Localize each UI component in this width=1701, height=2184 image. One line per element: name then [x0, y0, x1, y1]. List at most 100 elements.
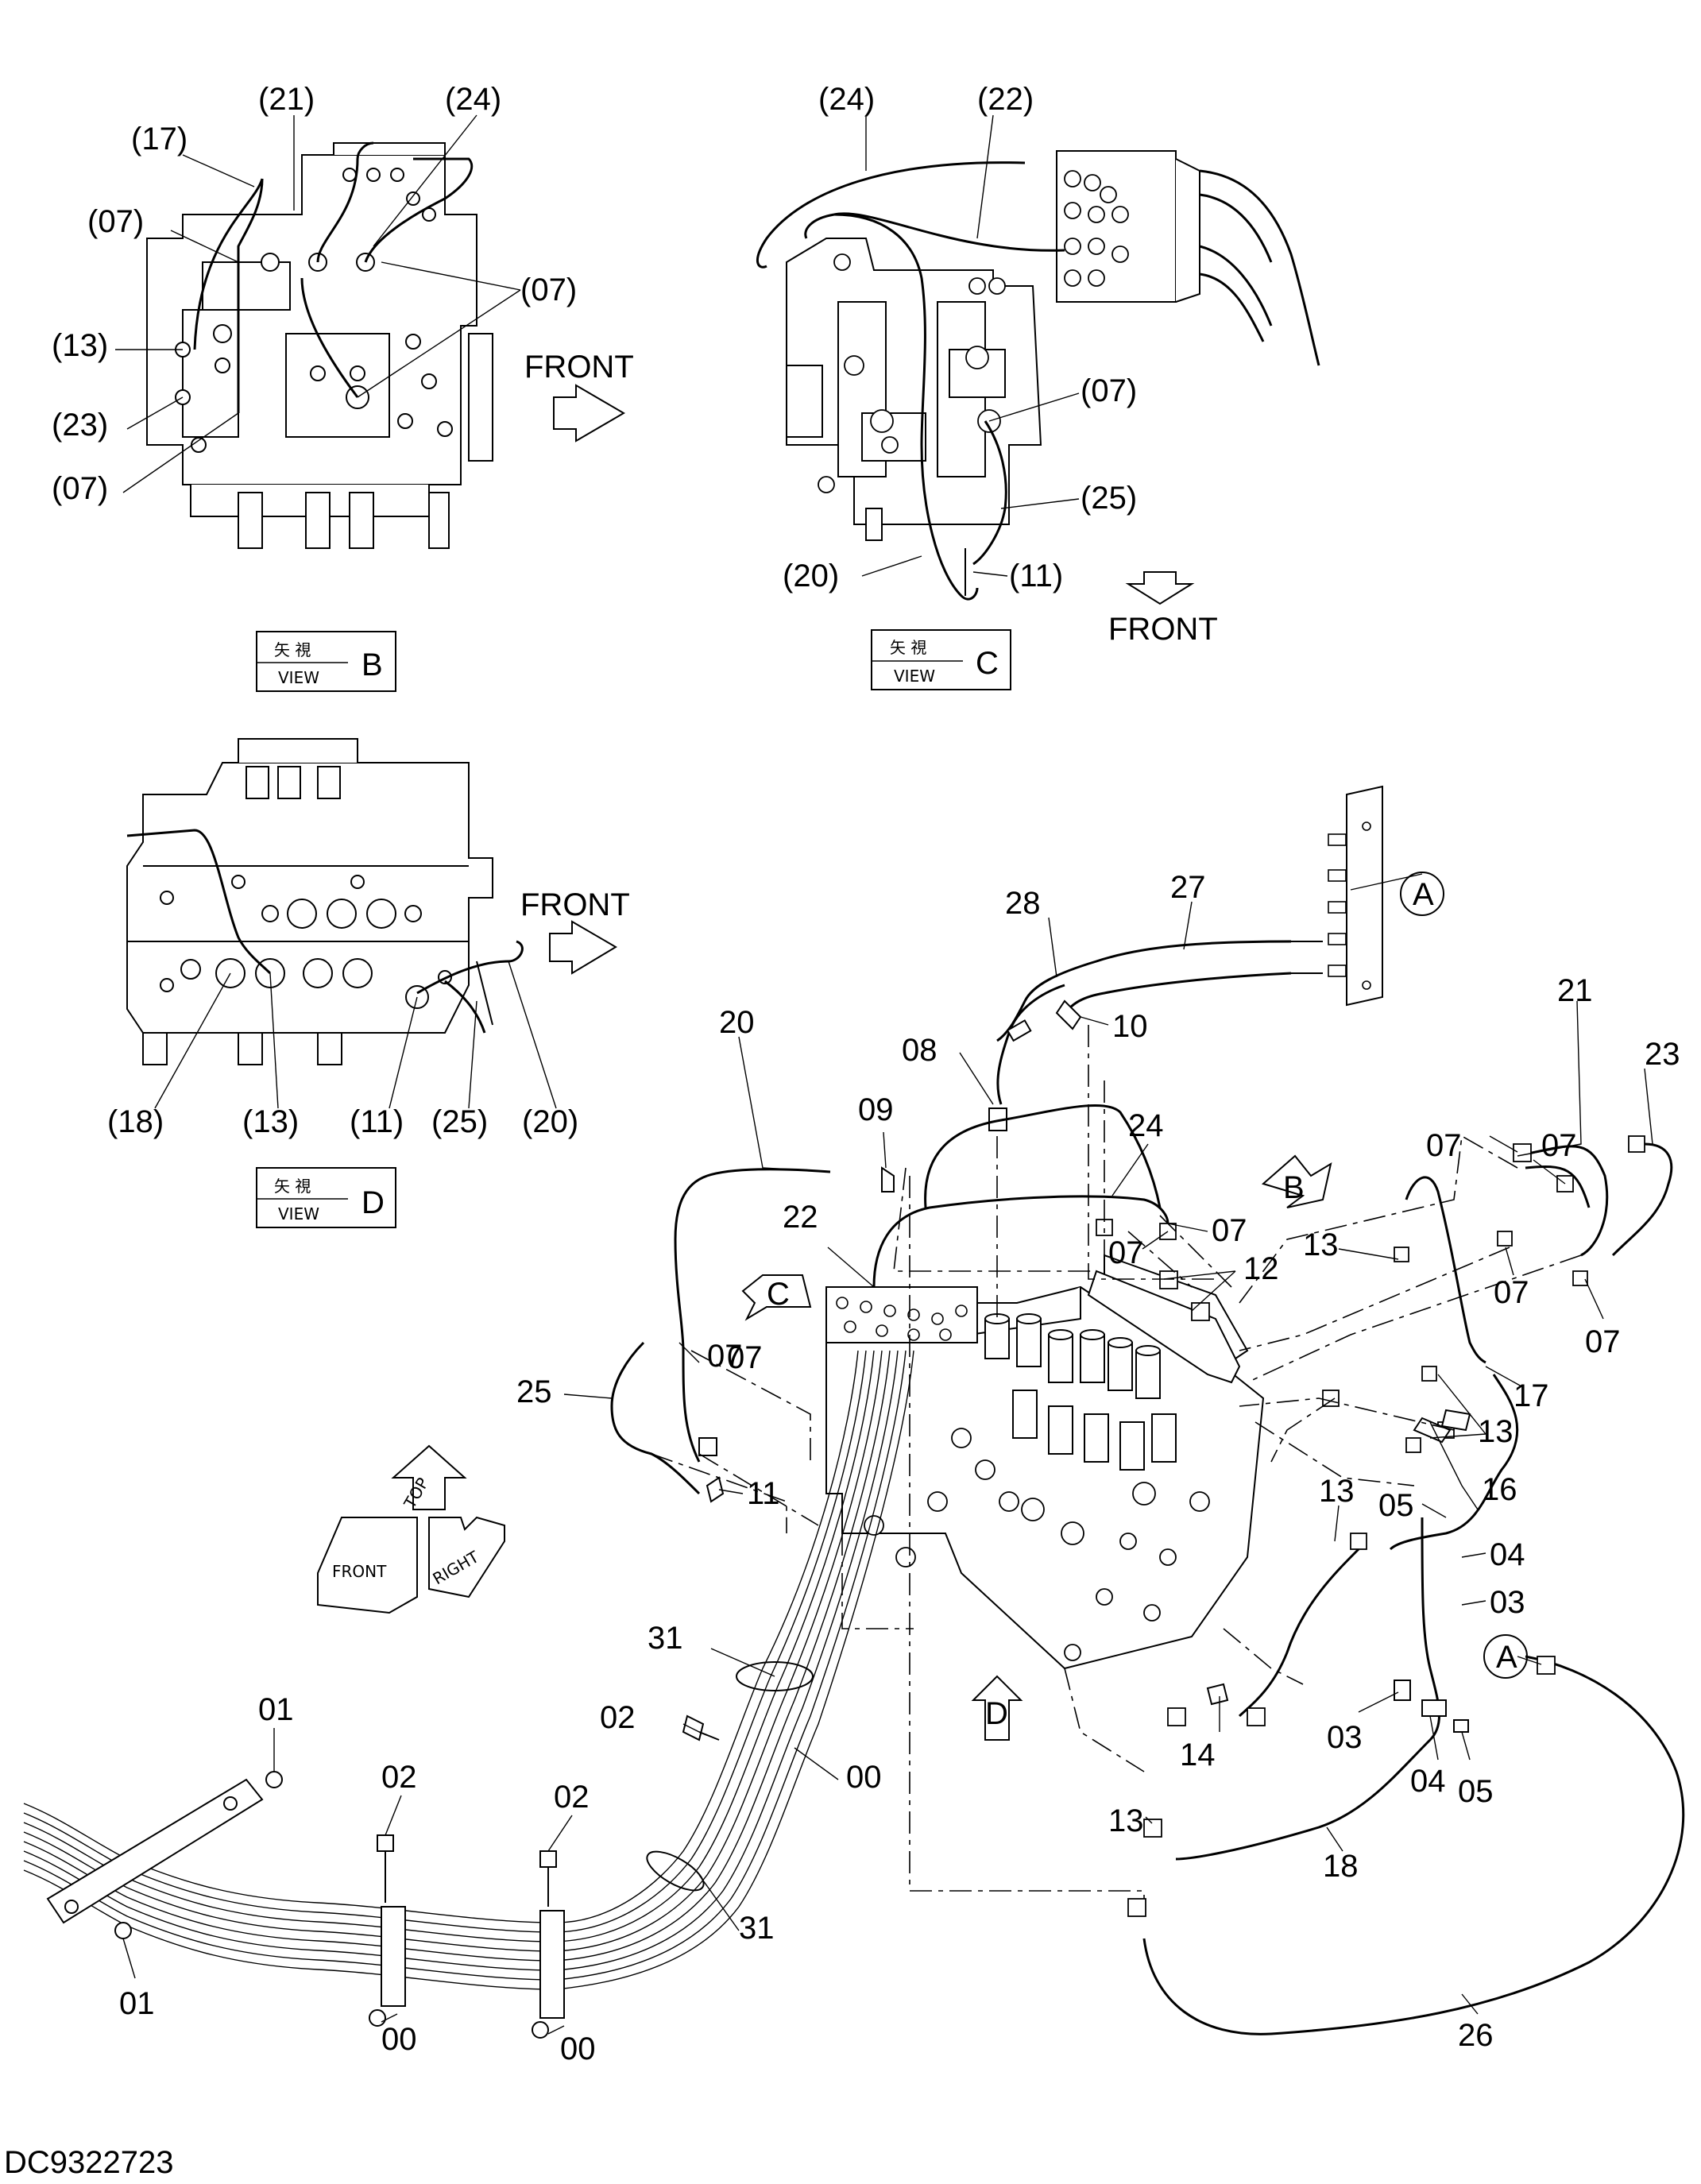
view-d-letter: D — [361, 1185, 385, 1220]
callout-20: 20 — [719, 1005, 755, 1040]
view-arrow-b-letter: B — [1283, 1170, 1305, 1205]
view-c-letter: C — [976, 646, 999, 681]
callout-b-17: (17) — [131, 122, 187, 157]
callout-16: 16 — [1482, 1472, 1517, 1507]
front-label-view-d: FRONT — [520, 887, 630, 922]
view-b-letter: B — [361, 647, 383, 682]
front-arrow-view-d — [549, 920, 617, 975]
callout-13-c: 13 — [1319, 1474, 1355, 1509]
callout-07-e: 07 — [1494, 1275, 1529, 1310]
callout-07-f: 07 — [1585, 1324, 1621, 1359]
view-arrow-c — [741, 1274, 812, 1321]
orientation-front-label: FRONT — [332, 1562, 387, 1581]
callout-31-b: 31 — [739, 1911, 775, 1946]
callout-c-24: (24) — [818, 82, 875, 117]
orientation-right-label: RIGHT — [430, 1547, 483, 1588]
main-callout-leaders — [122, 873, 1653, 2035]
callout-b-24: (24) — [445, 82, 501, 117]
callout-b-07-left: (07) — [87, 204, 144, 239]
view-b-label-box — [256, 631, 396, 692]
callout-b-07-right: (07) — [520, 273, 577, 307]
orientation-icon: FRONT TOP RIGHT — [317, 1444, 505, 1614]
callout-d-13: (13) — [242, 1104, 299, 1139]
callout-07-b: 07 — [1108, 1235, 1144, 1270]
view-d-label-box — [256, 1167, 396, 1228]
view-d-jp-label: 矢 視 — [274, 1177, 311, 1196]
callout-d-18: (18) — [107, 1104, 164, 1139]
view-c-view-label: VIEW — [894, 667, 935, 686]
view-direction-arrows: B C D — [741, 1154, 1332, 1741]
view-d-drawing — [126, 738, 524, 1065]
callout-b-13: (13) — [52, 328, 108, 363]
front-label-view-c: FRONT — [1108, 612, 1218, 647]
view-arrow-b — [1261, 1154, 1332, 1208]
callout-01-a: 01 — [258, 1692, 294, 1727]
callout-b-21: (21) — [258, 82, 315, 117]
front-label-view-b: FRONT — [524, 350, 634, 385]
callout-02-a: 02 — [600, 1700, 636, 1735]
callout-03-a: 03 — [1490, 1585, 1525, 1620]
callout-00-b: 00 — [381, 2022, 417, 2057]
callout-14: 14 — [1180, 1738, 1216, 1772]
callout-c-22: (22) — [977, 82, 1034, 117]
view-arrow-d-letter: D — [985, 1696, 1008, 1731]
callout-13-d: 13 — [1108, 1803, 1144, 1838]
view-c-jp-label: 矢 視 — [890, 638, 926, 657]
callout-28: 28 — [1005, 886, 1041, 921]
callout-07-a: 07 — [1212, 1213, 1247, 1248]
callout-27: 27 — [1170, 870, 1206, 905]
callout-11: 11 — [747, 1476, 780, 1511]
view-c-label-box — [871, 629, 1011, 690]
callout-22: 22 — [783, 1200, 818, 1235]
front-arrow-view-c — [1125, 571, 1195, 605]
callout-d-20: (20) — [522, 1104, 578, 1139]
view-b-drawing — [146, 141, 493, 549]
callout-31-a: 31 — [648, 1621, 683, 1656]
callout-21: 21 — [1557, 973, 1593, 1008]
callout-24: 24 — [1128, 1108, 1164, 1143]
callout-c-07: (07) — [1081, 373, 1137, 408]
main-assembly-drawing — [23, 785, 1685, 2039]
view-b-view-label: VIEW — [278, 668, 319, 687]
callout-c-20: (20) — [783, 559, 839, 593]
callout-05-b: 05 — [1458, 1774, 1494, 1809]
callout-26: 26 — [1458, 2018, 1494, 2053]
view-d-view-label: VIEW — [278, 1204, 319, 1223]
callout-b-23: (23) — [52, 408, 108, 443]
connection-markers: A A — [1400, 872, 1528, 1679]
callout-00-c: 00 — [560, 2031, 596, 2066]
callout-13-a: 13 — [1303, 1227, 1339, 1262]
view-arrow-d — [971, 1675, 1023, 1741]
drawing-number: DC9322723 — [4, 2145, 174, 2180]
orientation-top-label: TOP — [400, 1475, 432, 1513]
front-arrow-view-b — [553, 384, 625, 443]
callout-03-b: 03 — [1327, 1720, 1363, 1755]
connection-marker-a-top-letter: A — [1413, 877, 1434, 912]
callout-05-a: 05 — [1378, 1488, 1414, 1523]
callout-07-h: 07 — [727, 1340, 763, 1375]
view-b-callouts: (21) (24) (17) (07) (07) (13) (23) (07) … — [52, 82, 634, 692]
callout-00-a: 00 — [846, 1760, 882, 1795]
callout-04-a: 04 — [1490, 1537, 1525, 1572]
callout-18: 18 — [1323, 1849, 1359, 1884]
callout-c-11: (11) — [1009, 559, 1063, 593]
view-arrow-c-letter: C — [767, 1277, 790, 1312]
callout-02-c: 02 — [554, 1780, 590, 1815]
callout-02-b: 02 — [381, 1760, 417, 1795]
callout-07-d: 07 — [1541, 1128, 1577, 1163]
callout-25: 25 — [516, 1374, 552, 1409]
view-b-jp-label: 矢 視 — [274, 640, 311, 659]
view-d-callouts: FRONT (18) (13) (11) (25) (20) 矢 視 VIEW … — [107, 887, 630, 1228]
callout-d-11: (11) — [350, 1104, 404, 1139]
callout-08: 08 — [902, 1033, 937, 1068]
callout-23: 23 — [1645, 1037, 1680, 1072]
callout-09: 09 — [858, 1092, 894, 1127]
callout-01-b: 01 — [119, 1986, 155, 2021]
connection-marker-a-bottom-letter: A — [1496, 1640, 1517, 1675]
callout-d-25: (25) — [431, 1104, 488, 1139]
main-callouts: 28 27 10 08 20 09 24 22 07 07 07 12 13 0… — [119, 870, 1680, 2066]
callout-12: 12 — [1243, 1251, 1279, 1286]
connection-marker-a-bottom — [1483, 1634, 1528, 1679]
callout-04-b: 04 — [1410, 1764, 1446, 1799]
